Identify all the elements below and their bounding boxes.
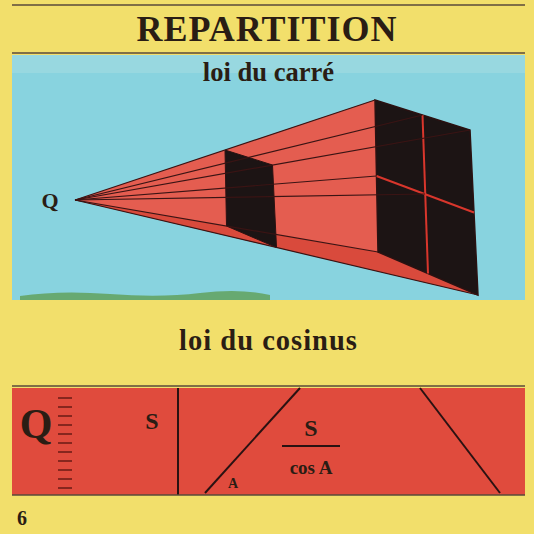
ray-dash (58, 451, 72, 453)
green-strip (20, 291, 270, 300)
cosine-term: cos A (290, 458, 333, 477)
band-heading: loi du carré (12, 55, 525, 86)
ray-dash (58, 469, 72, 471)
ray-dash (58, 478, 72, 480)
sky-panel (12, 55, 525, 300)
pyramid-left-face (75, 100, 378, 252)
light-band (12, 388, 525, 495)
rule-line (12, 52, 525, 54)
ray-dash (58, 415, 72, 417)
normal-surface-line (177, 388, 179, 495)
oblique-surface-line (205, 388, 300, 493)
surface-letter: S (304, 416, 317, 440)
ray-dash (58, 433, 72, 435)
ray-dash (58, 442, 72, 444)
rule-line (12, 4, 525, 6)
ray-dash (58, 397, 72, 399)
angle-letter: A (228, 477, 238, 491)
band-heading: loi du cosinus (12, 303, 525, 356)
sky-panel-node: loi du carré (12, 55, 525, 300)
pyramid-rays (75, 100, 478, 295)
ray-dash (58, 487, 72, 489)
rule-line (12, 494, 525, 496)
ray-dash (58, 460, 72, 462)
ray-dash (58, 406, 72, 408)
surface-letter: S (145, 409, 158, 433)
fraction-bar (282, 445, 340, 447)
ray-dash (58, 424, 72, 426)
incoming-rays (58, 398, 72, 488)
source-letter: Q (20, 403, 53, 445)
title: REPARTITION (136, 11, 397, 47)
rule-line (12, 385, 525, 387)
page-number: 6 (17, 508, 27, 528)
band-node: loi du cosinus (12, 303, 525, 385)
oblique-surface-line (420, 388, 500, 493)
far-square (375, 100, 478, 295)
source-letter: Q (41, 190, 58, 212)
